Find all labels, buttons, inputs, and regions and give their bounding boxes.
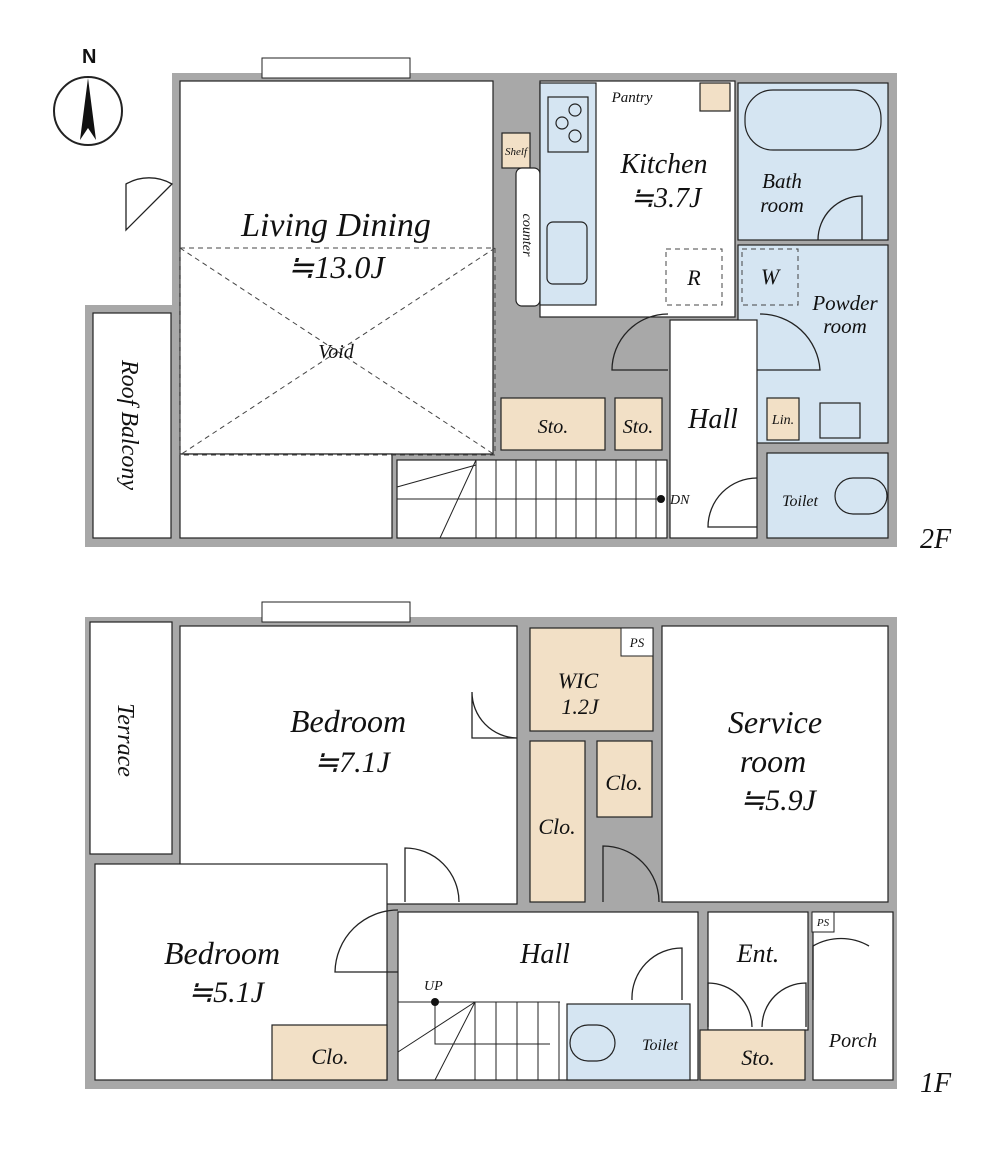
- roof-balcony: [92, 312, 172, 539]
- north-arrow-icon: [80, 78, 96, 140]
- terrace-label: Terrace: [112, 703, 138, 777]
- bedroom-1-door[interactable]: [404, 847, 460, 903]
- service-room: [661, 625, 889, 903]
- storage-2f-1-label: Sto.: [538, 416, 569, 438]
- hall-1f: [397, 911, 699, 1081]
- floor-1f: Terrace Bedroom ≒7.1J PS WIC 1.2J Clo. C…: [85, 601, 952, 1099]
- entrance: [707, 911, 809, 1031]
- bedroom-1-area: ≒7.1J: [314, 746, 392, 779]
- storage-door-left[interactable]: [707, 982, 753, 1028]
- fridge-label: R: [686, 265, 701, 290]
- closet-2: [596, 740, 653, 818]
- entry-door[interactable]: [812, 937, 870, 1000]
- ps-1: [620, 627, 654, 657]
- stair-treads-2f: [396, 459, 661, 539]
- stove-icon: [547, 96, 589, 153]
- fridge-space: [665, 248, 723, 306]
- service-room-label-1: Service: [728, 704, 822, 740]
- bath-door[interactable]: [817, 195, 863, 241]
- floor-1f-label: 1F: [920, 1068, 952, 1099]
- toilet-1f-icon: [569, 1024, 616, 1062]
- stairs-down-label: DN: [669, 493, 690, 508]
- vanity-icon: [819, 402, 861, 439]
- service-room-label-2: room: [740, 743, 806, 779]
- powder-door[interactable]: [757, 313, 821, 371]
- floor-2f-label: 2F: [920, 524, 952, 555]
- living-dining-area: ≒13.0J: [287, 249, 386, 285]
- kitchen-area: ≒3.7J: [631, 183, 703, 214]
- service-room-area: ≒5.9J: [740, 784, 818, 817]
- porch-label: Porch: [828, 1030, 877, 1052]
- washer-space: [741, 248, 799, 306]
- wic-label: WIC: [558, 668, 599, 693]
- storage-2f-2-label: Sto.: [623, 416, 654, 438]
- bathtub-icon: [744, 89, 882, 151]
- living-entry-door[interactable]: [125, 177, 174, 232]
- hall-1f-label: Hall: [519, 939, 570, 970]
- toilet-2f-label: Toilet: [782, 493, 818, 510]
- closet-1-label: Clo.: [538, 814, 575, 839]
- powder-label-2: room: [823, 314, 867, 338]
- wic-door[interactable]: [471, 691, 518, 739]
- living-dining: [179, 80, 494, 455]
- toilet-1f-door[interactable]: [631, 947, 683, 1001]
- bath-label-1: Bath: [762, 169, 802, 193]
- compass: N: [53, 46, 123, 146]
- washer-label: W: [761, 264, 781, 289]
- linen: [766, 397, 800, 441]
- shelf-label: Shelf: [505, 146, 529, 158]
- ps-1-label: PS: [629, 635, 645, 650]
- compass-north-label: N: [82, 46, 96, 68]
- linen-label: Lin.: [771, 413, 794, 428]
- porch: [812, 911, 894, 1081]
- storage-door-right[interactable]: [761, 982, 807, 1028]
- roof-balcony-label: Roof Balcony: [116, 359, 142, 490]
- sink-icon: [546, 221, 588, 285]
- counter-label: counter: [519, 214, 534, 257]
- ps-2-label: PS: [816, 917, 830, 929]
- living-lower: [179, 453, 393, 539]
- entrance-label: Ent.: [736, 939, 780, 968]
- kitchen-door[interactable]: [611, 313, 669, 371]
- floor-2f: Roof Balcony Living Dining ≒13.0J Void S…: [85, 57, 952, 555]
- closet-3-label: Clo.: [311, 1044, 348, 1069]
- hall-2f-label: Hall: [687, 404, 738, 435]
- window-top: [261, 57, 411, 79]
- storage-2f-2: [614, 397, 663, 451]
- void-outline: [179, 247, 496, 456]
- living-dining-label: Living Dining: [240, 207, 431, 244]
- bath-label-2: room: [760, 193, 804, 217]
- ps-2: [811, 911, 835, 933]
- powder-label-1: Powder: [811, 291, 878, 315]
- stair-treads-1f: [397, 1001, 560, 1081]
- toilet-2f-door[interactable]: [707, 477, 758, 528]
- service-room-door[interactable]: [602, 845, 660, 903]
- toilet-2f-icon: [834, 477, 888, 515]
- toilet-1f: [566, 1003, 691, 1081]
- bedroom-2-label: Bedroom: [164, 935, 280, 971]
- shelf: [501, 132, 531, 169]
- bedroom-1: [179, 625, 518, 905]
- bath-room: [737, 82, 889, 241]
- closet-1: [529, 740, 586, 903]
- stairs-up-label: UP: [424, 979, 443, 994]
- pantry: [699, 82, 731, 112]
- toilet-2f: [766, 452, 889, 539]
- closet-3: [271, 1024, 388, 1081]
- bedroom-2-door[interactable]: [334, 909, 399, 973]
- pantry-label: Pantry: [611, 90, 653, 106]
- storage-1f: [699, 1029, 806, 1081]
- storage-2f-1: [500, 397, 606, 451]
- hall-2f: [669, 319, 758, 539]
- toilet-1f-label: Toilet: [642, 1037, 678, 1054]
- bedroom-2-area: ≒5.1J: [188, 976, 266, 1009]
- closet-2-label: Clo.: [605, 770, 642, 795]
- void-label: Void: [318, 341, 355, 363]
- wic-area: 1.2J: [561, 694, 600, 719]
- terrace: [89, 621, 173, 855]
- storage-1f-label: Sto.: [741, 1045, 775, 1070]
- bedroom-1-label: Bedroom: [290, 703, 406, 739]
- kitchen-label: Kitchen: [619, 149, 707, 180]
